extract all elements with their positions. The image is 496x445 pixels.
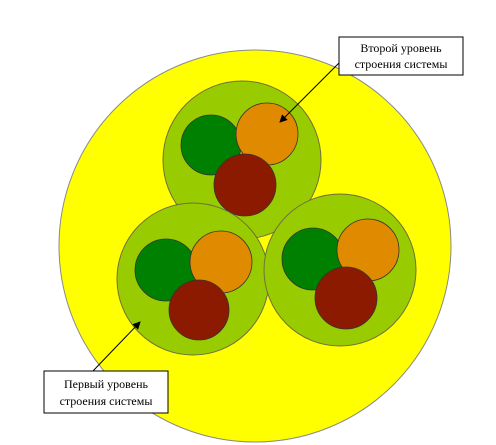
subsystem-right bbox=[263, 193, 417, 347]
element-brown bbox=[314, 266, 378, 330]
callout-first-level: Первый уровень строения системы bbox=[43, 321, 169, 414]
element-brown bbox=[213, 153, 277, 217]
callout-second-level-line1: Второй уровень bbox=[360, 41, 442, 55]
element-brown bbox=[168, 279, 230, 341]
callout-first-level-box bbox=[43, 370, 169, 414]
callout-second-level-box bbox=[338, 36, 464, 76]
callout-first-level-line1: Первый уровень bbox=[64, 377, 148, 391]
callout-first-level-arrow bbox=[91, 321, 141, 373]
callout-second-level-arrow bbox=[279, 61, 341, 123]
callout-second-level-line2: строения системы bbox=[355, 57, 448, 71]
subsystem-left bbox=[116, 202, 270, 356]
callout-first-level-line2: строения системы bbox=[60, 394, 153, 408]
callout-second-level: Второй уровень строения системы bbox=[279, 36, 464, 123]
